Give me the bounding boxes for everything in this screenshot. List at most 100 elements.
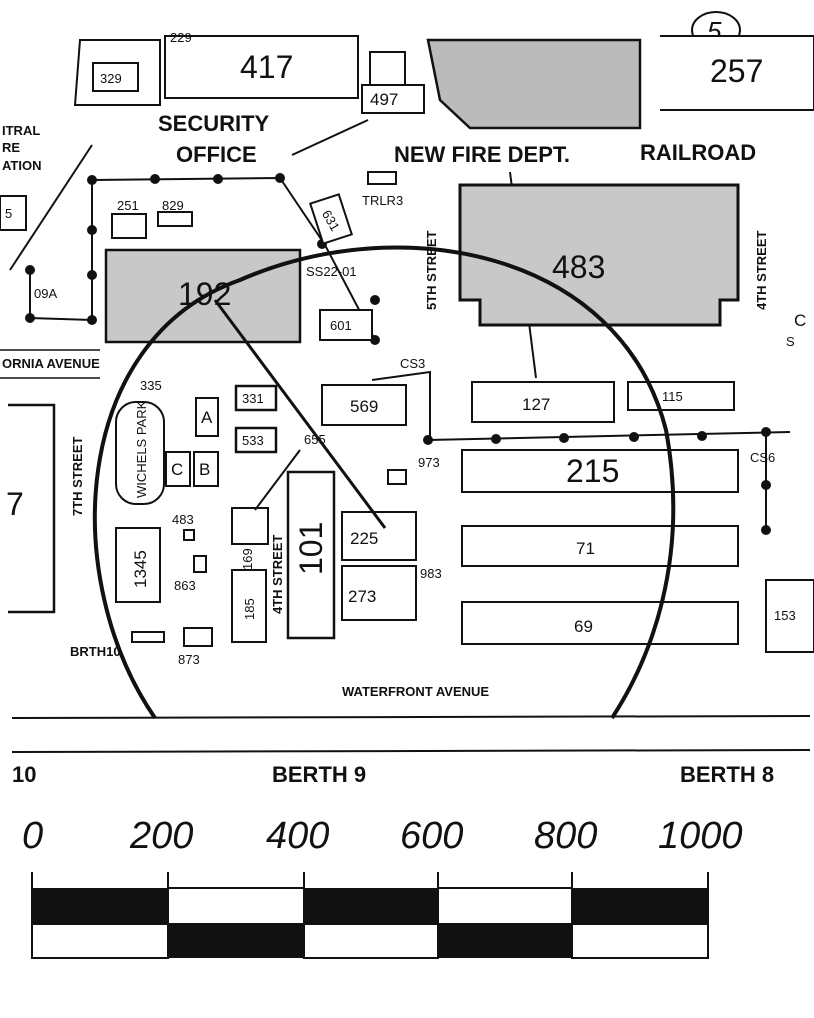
scale-segment-4-top <box>437 887 573 925</box>
berth-9-label: BERTH 9 <box>272 762 366 787</box>
scale-segment-5-bottom <box>571 923 709 959</box>
scale-segment-3-top <box>304 888 438 924</box>
building-127-outline <box>471 381 615 423</box>
berth-10-small-label: BRTH10 <box>70 644 121 659</box>
building-493-outline <box>183 529 195 541</box>
s-right-label: S <box>786 334 795 349</box>
waterfront-line-1 <box>11 715 811 719</box>
building-417-label: 417 <box>240 49 293 85</box>
building-569-outline <box>321 384 407 426</box>
scale-tick-1000: 1000 <box>658 815 743 857</box>
building-493-label: 483 <box>172 512 194 527</box>
building-127-label: 127 <box>522 395 550 414</box>
radius-line <box>213 299 387 529</box>
scale-bar: 0 200 400 600 800 1000 <box>22 815 743 959</box>
building-101-outline <box>286 470 336 640</box>
railroad-label: RAILROAD <box>640 140 756 165</box>
scale-tick-marks <box>31 872 709 958</box>
building-331-outline <box>234 384 278 412</box>
building-215-label: 215 <box>566 453 619 489</box>
building-5-outline <box>0 195 27 231</box>
building-257-outline <box>660 35 814 111</box>
building-335-label: 335 <box>140 378 162 393</box>
building-273-outline <box>341 565 417 621</box>
building-983-label: 983 <box>420 566 442 581</box>
building-497-label: 497 <box>370 90 398 109</box>
fourth-street-center-label: 4TH STREET <box>270 534 285 614</box>
shaded-building-top <box>426 38 642 130</box>
building-115-label: 115 <box>662 389 683 404</box>
building-b-outline <box>193 451 219 487</box>
berth-10-label: 10 <box>12 762 36 787</box>
left-fragment-2: RE <box>2 140 20 155</box>
fourth-street-right-label: 4TH STREET <box>754 230 769 310</box>
building-153-label: 153 <box>774 608 796 623</box>
building-251-label: 251 <box>117 198 139 213</box>
scale-tick-0: 0 <box>22 815 43 857</box>
building-153-outline <box>765 579 814 653</box>
building-a-label: A <box>201 408 213 427</box>
scale-tick-400: 400 <box>266 815 329 857</box>
building-7-outline <box>8 403 56 614</box>
building-c-outline <box>165 451 191 487</box>
building-533-label: 533 <box>242 433 264 448</box>
building-215-outline <box>461 449 739 493</box>
scale-tick-800: 800 <box>534 815 597 857</box>
radius-arc <box>92 245 676 720</box>
wichels-park-label: WICHELS PARK <box>134 400 149 498</box>
building-b-label: B <box>199 460 210 479</box>
building-a-outline <box>195 397 219 437</box>
building-7-label: 7 <box>6 486 24 522</box>
building-329-label: 329 <box>100 71 122 86</box>
building-483-label: 483 <box>552 249 605 285</box>
building-69-outline <box>461 601 739 645</box>
building-863-label: 863 <box>174 578 196 593</box>
building-1345-outline <box>115 527 161 603</box>
new-fire-dept-label: NEW FIRE DEPT. <box>394 142 570 167</box>
building-497-outline <box>361 84 425 114</box>
scale-tick-200: 200 <box>129 815 193 857</box>
small-building-center <box>387 469 407 485</box>
building-229-label: 229 <box>170 30 192 45</box>
wichels-park-outline <box>115 401 165 505</box>
security-office-arrow <box>291 119 369 156</box>
building-09a-label: 09A <box>34 286 57 301</box>
building-533-outline <box>234 426 278 454</box>
california-avenue-label: ORNIA AVENUE <box>2 356 100 371</box>
building-331-label: 331 <box>242 391 264 406</box>
c-right-label: C <box>794 311 806 330</box>
scale-segment-2-top <box>167 887 305 925</box>
building-169-outline <box>231 507 269 545</box>
building-69-label: 69 <box>574 617 593 636</box>
scale-segment-2-bottom <box>168 924 304 958</box>
berth-10-small-outline <box>131 631 165 643</box>
scale-tick-600: 600 <box>400 815 463 857</box>
building-71-label: 71 <box>576 539 595 558</box>
scale-segment-1-top <box>32 888 168 924</box>
building-251-outline <box>111 213 147 239</box>
railway-line <box>427 431 791 441</box>
waterfront-avenue-label: WATERFRONT AVENUE <box>342 684 489 699</box>
building-863-outline <box>193 555 207 573</box>
security-fence <box>91 176 376 341</box>
ss-label: SS22-01 <box>306 264 357 279</box>
fifth-street-label: 5TH STREET <box>424 230 439 310</box>
arrow-to-169 <box>254 449 301 511</box>
left-fragment-3: ATION <box>2 158 41 173</box>
building-601-label: 601 <box>330 318 352 333</box>
building-829-outline <box>157 211 193 227</box>
diagonal-line-left <box>9 144 93 271</box>
scale-segment-5-top <box>572 888 708 924</box>
building-1345-label: 1345 <box>131 550 150 588</box>
building-71-outline <box>461 525 739 567</box>
building-631-outline <box>308 193 354 245</box>
building-973-label: 973 <box>418 455 440 470</box>
left-fragment-1: ITRAL <box>2 123 40 138</box>
security-office-label-2: OFFICE <box>176 142 257 167</box>
building-417-outline <box>164 35 359 99</box>
building-185-label: 185 <box>242 598 257 620</box>
building-483-outline <box>458 183 740 327</box>
building-257-label: 257 <box>710 53 763 89</box>
building-101-label: 101 <box>293 522 329 575</box>
